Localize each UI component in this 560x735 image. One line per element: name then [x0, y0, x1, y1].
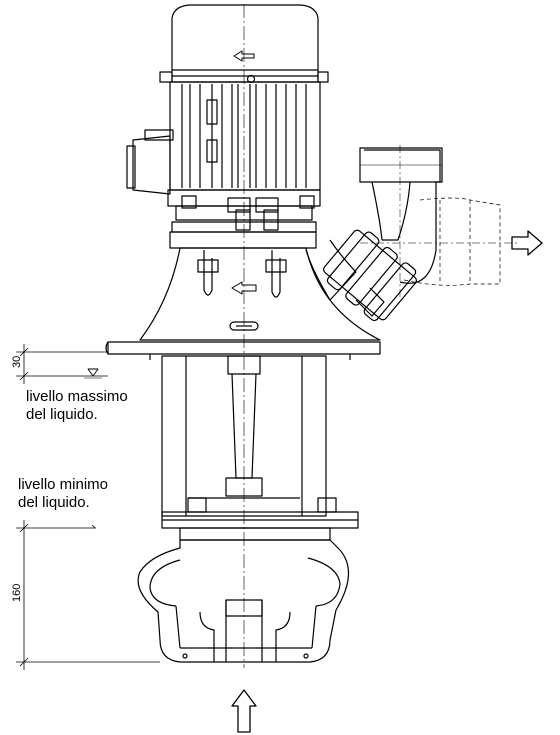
- dimension-30: [16, 344, 108, 384]
- max-level-label: livello massimo del liquido.: [26, 388, 128, 424]
- rotation-arrow-mid-icon: [231, 281, 257, 295]
- triangle-down-icon: [87, 368, 99, 377]
- min-level-line1: livello minimo: [18, 476, 109, 493]
- arrow-up-outline-icon: [231, 689, 257, 733]
- max-level-line2: del liquido.: [26, 406, 98, 423]
- lantern: [105, 221, 381, 360]
- min-level-label: livello minimo del liquido.: [18, 476, 108, 512]
- motor: [126, 4, 329, 231]
- column: [161, 355, 359, 541]
- discharge-pipe: [305, 145, 520, 322]
- pump-casing: [137, 539, 350, 663]
- dimension-160: [16, 520, 160, 670]
- min-level-line2: del liquido.: [18, 494, 90, 511]
- rotation-arrow-top-icon: [233, 50, 255, 62]
- dimension-160-text: 160: [11, 584, 23, 602]
- arrow-right-outline-icon: [511, 230, 543, 256]
- dimension-30-text: 30: [11, 356, 23, 368]
- max-level-line1: livello massimo: [26, 388, 128, 405]
